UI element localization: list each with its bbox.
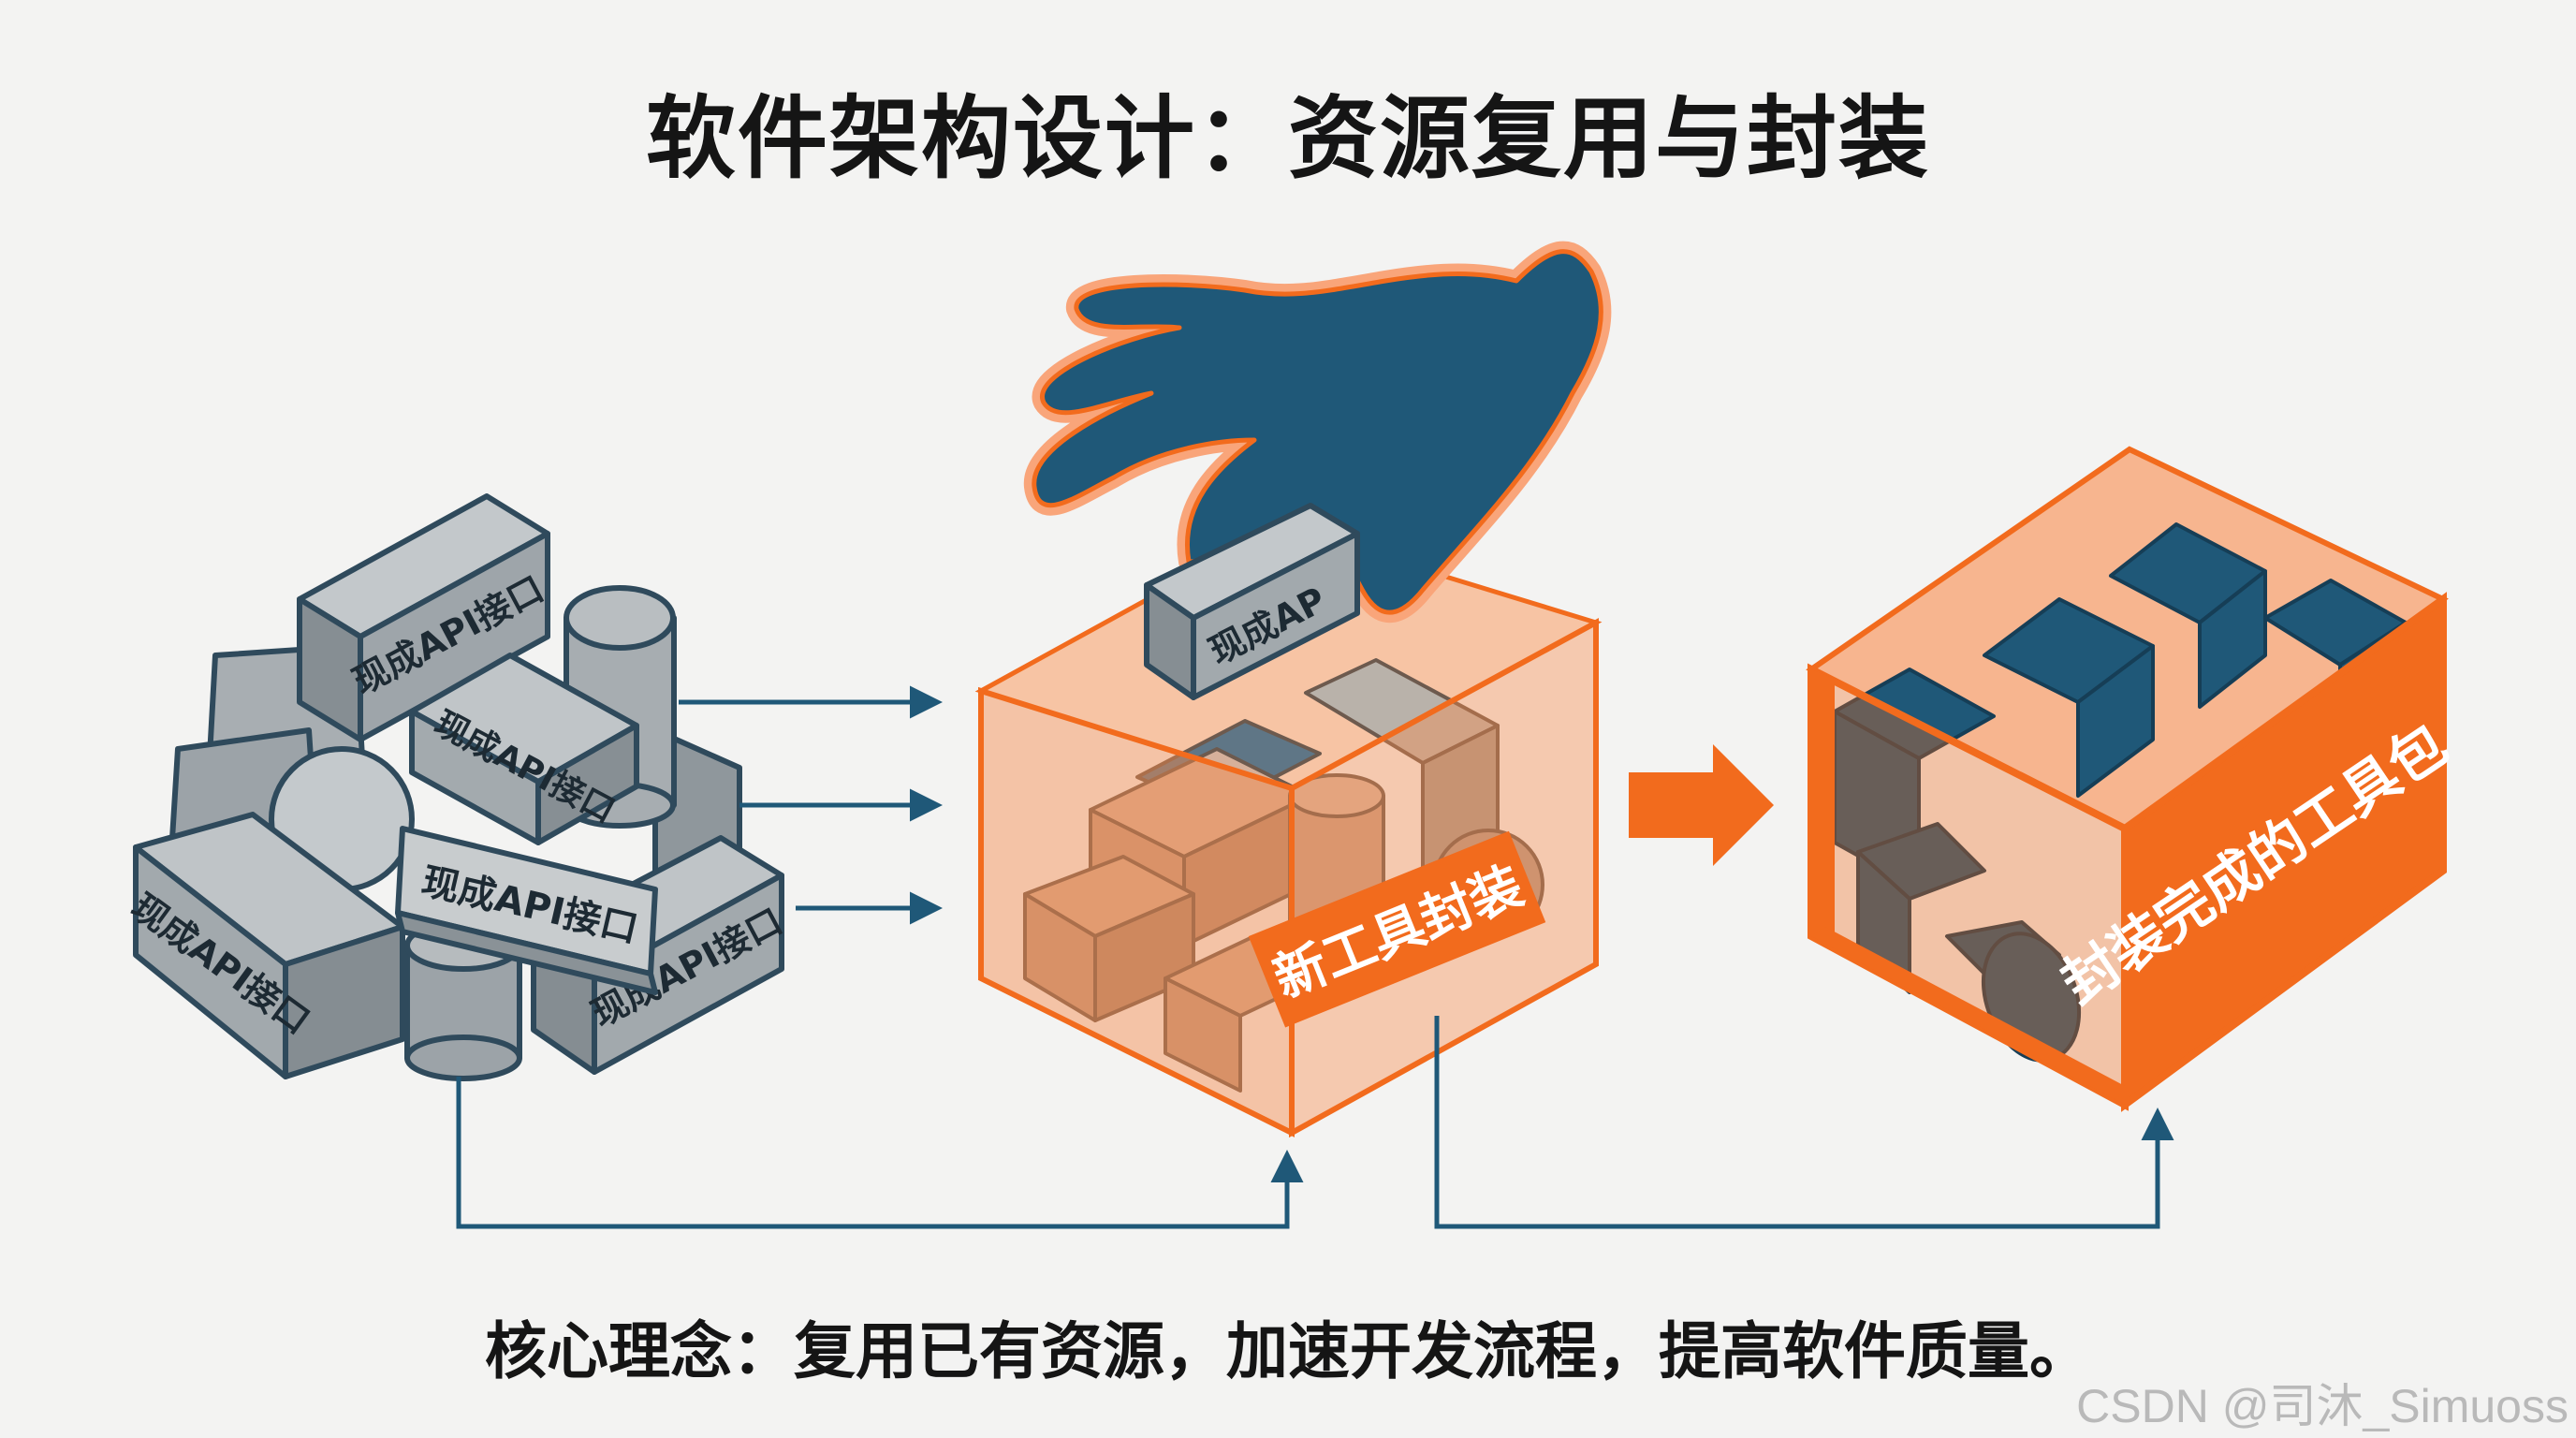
big-arrow-right xyxy=(1629,744,1774,866)
page-title: 软件架构设计：资源复用与封装 xyxy=(646,86,1930,191)
api-block-top: 现成API接口 xyxy=(297,493,550,742)
watermark: CSDN @司沐_Simuoss xyxy=(2076,1380,2569,1432)
hand-icon xyxy=(1023,241,1612,624)
held-api-block: 现成AP xyxy=(1144,503,1360,700)
api-block-front: 现成API接口 xyxy=(395,826,658,995)
input-arrows xyxy=(679,685,943,925)
arrow-pile-to-box xyxy=(456,1077,1304,1229)
arrow-box-to-package xyxy=(1434,1016,2174,1229)
new-tool-box: 新工具封装 xyxy=(974,523,1603,1138)
core-idea-caption: 核心理念：复用已有资源，加速开发流程，提高软件质量。 xyxy=(485,1315,2091,1387)
tool-package-box: 封装完成的工具包 xyxy=(1806,446,2459,1112)
bottom-connectors xyxy=(456,1016,2174,1229)
api-block-pile: 现成API接口 现成API接口 现成API接口 现成API接口 xyxy=(124,493,789,1081)
